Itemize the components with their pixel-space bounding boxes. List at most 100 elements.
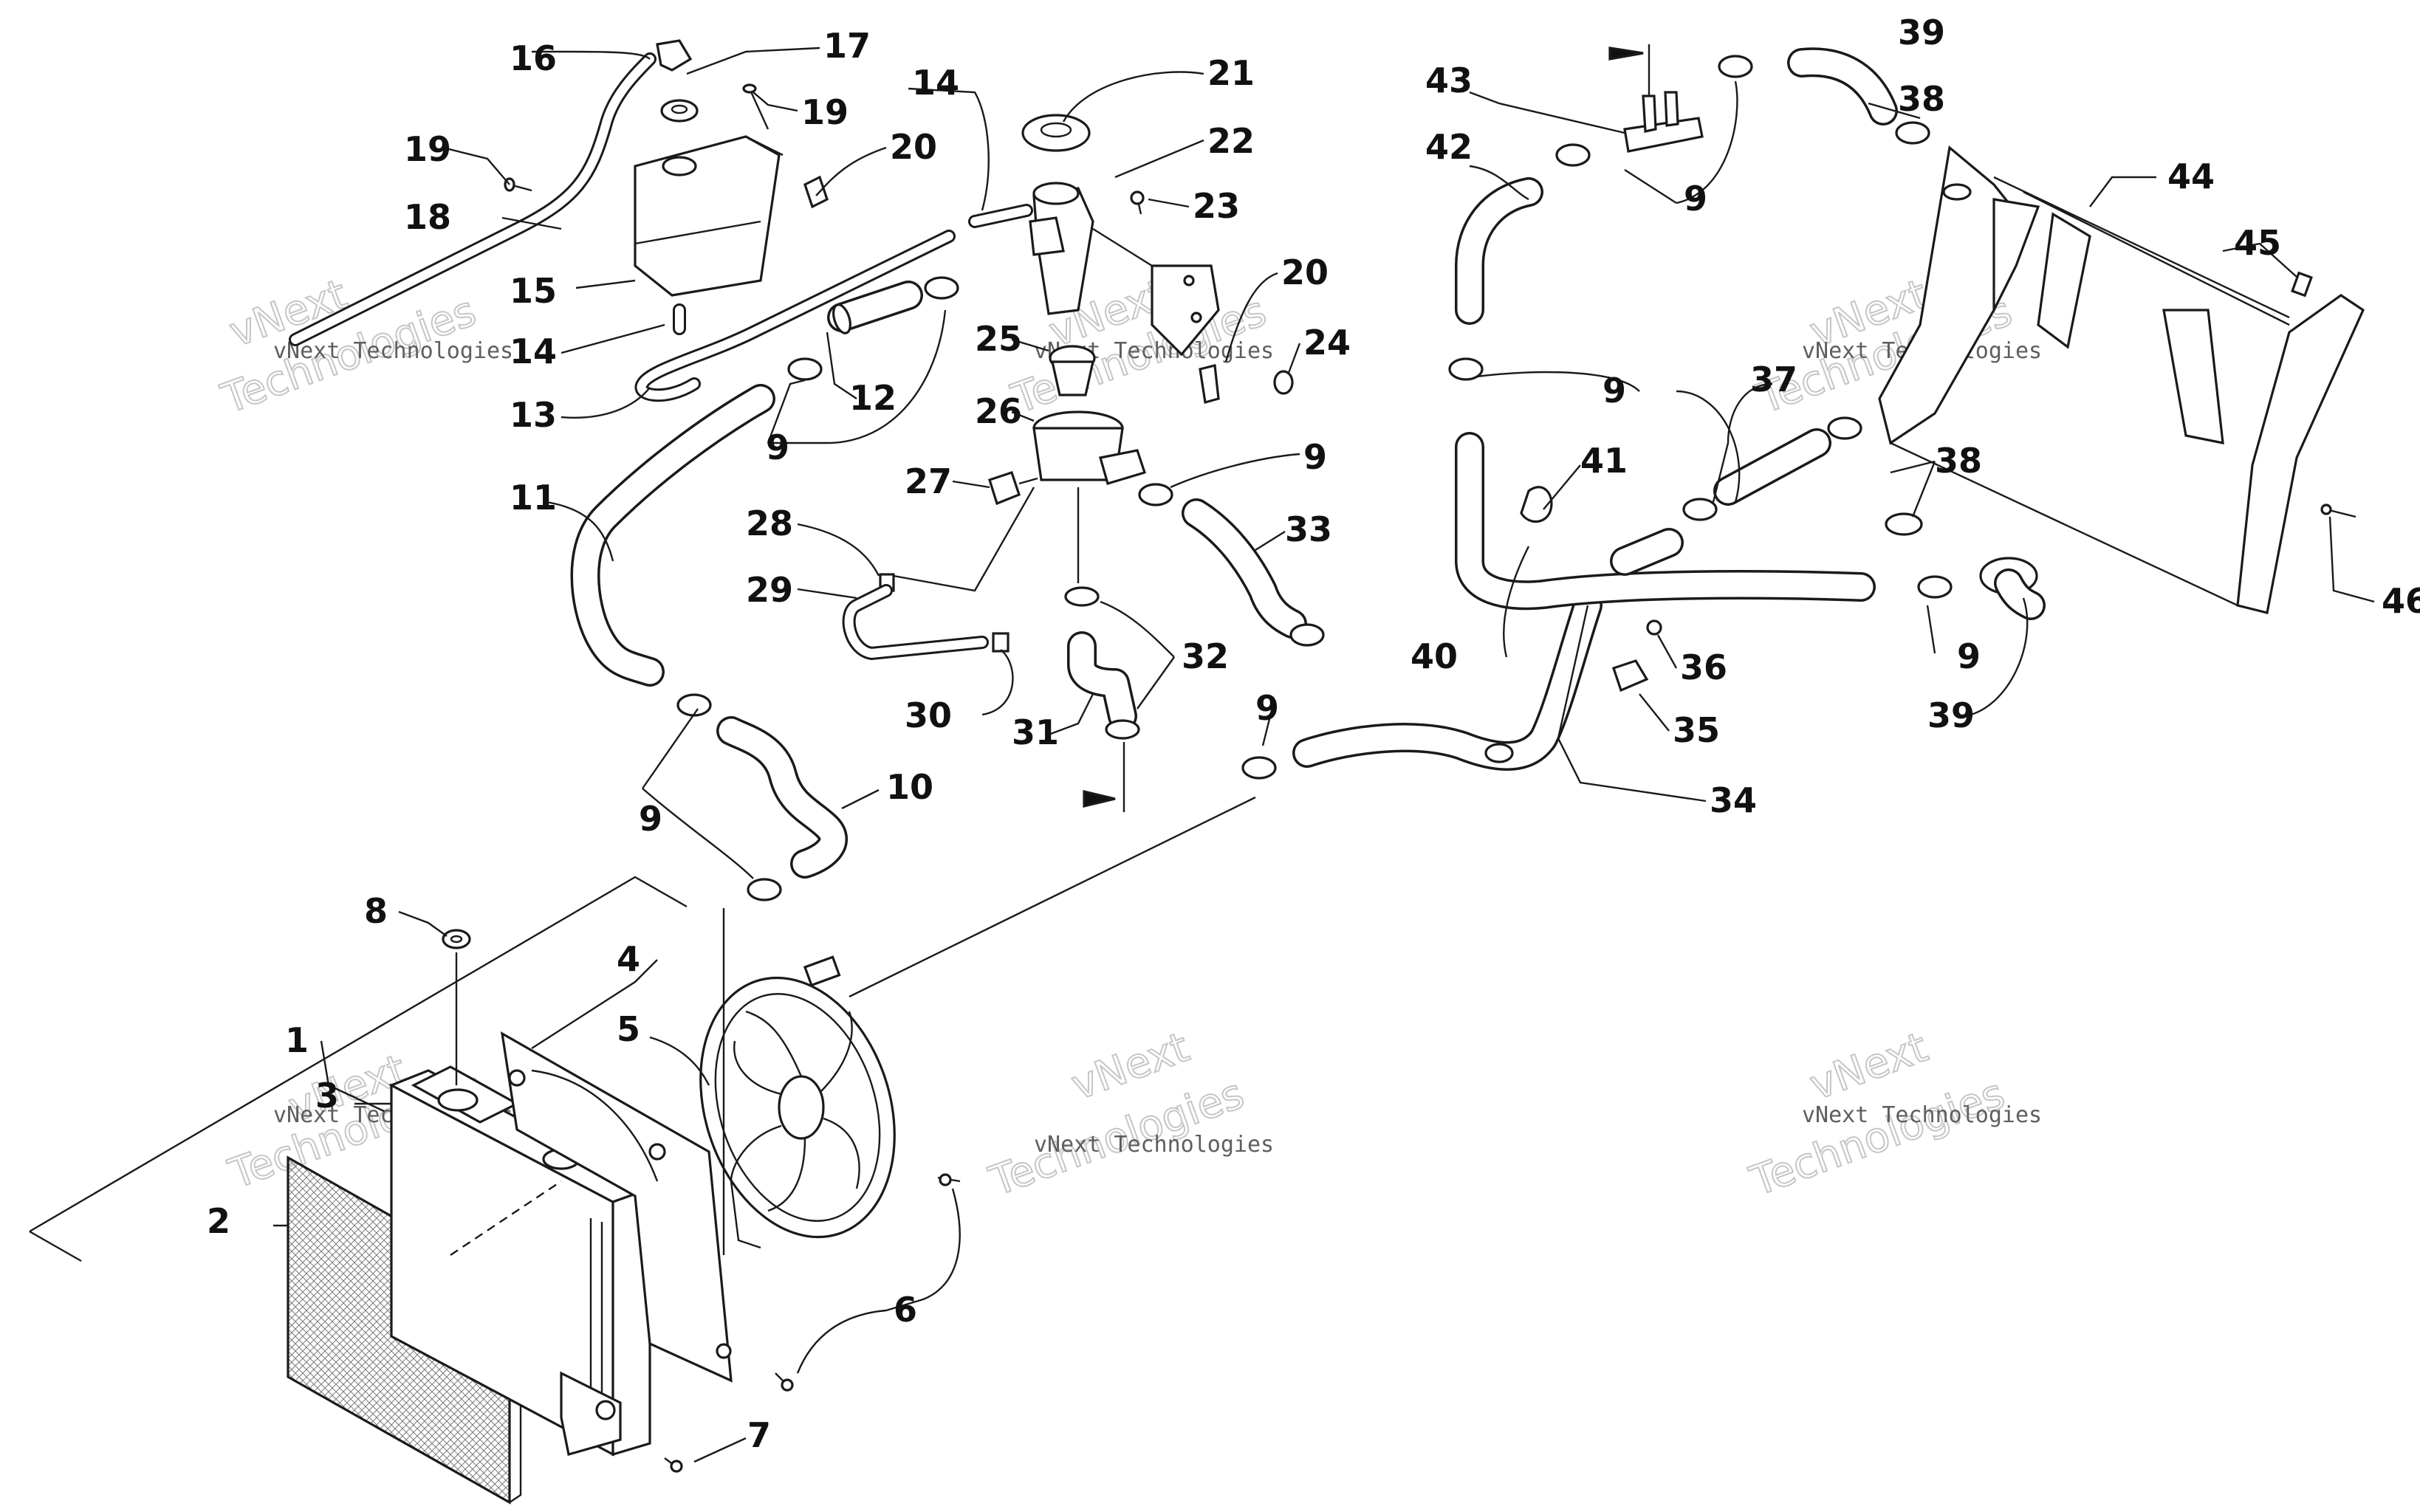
rivet-36 [1646,619,1662,636]
callout-40: 40 [1410,636,1458,676]
callout-12: 12 [849,378,897,418]
callout-14-left: 14 [510,331,557,371]
clamp-30 [992,632,1010,653]
callout-9-g: 9 [1603,371,1626,410]
callout-28: 28 [746,504,793,543]
callout-26: 26 [975,391,1022,431]
overflow-hose [289,52,657,346]
callout-13: 13 [510,395,557,435]
hose-13 [634,230,956,402]
hose-11 [570,384,775,687]
vent-elbow [656,39,693,72]
reservoir-cap [660,99,699,123]
clip-35 [1611,659,1649,693]
hose-33 [1182,498,1307,639]
callout-2: 2 [207,1201,230,1241]
bolt-46 [2320,504,2356,518]
callout-30: 30 [905,695,952,735]
leader-lines [273,47,2375,1463]
clip-41 [1520,486,1553,523]
callout-15: 15 [510,271,557,311]
hose-39-bottom [1979,557,2046,620]
temperature-sensor [988,470,1038,506]
callout-9-d: 9 [1255,688,1279,728]
callout-20-left: 20 [890,127,937,167]
watermark-company: vNext Technologies [273,338,513,364]
clamp-32-bottom [1105,719,1140,740]
callout-labels: 1 2 3 4 5 6 7 8 9 10 11 12 9 13 14 14 15… [207,13,2420,1455]
callout-41: 41 [1580,441,1628,481]
hose-12 [827,281,923,334]
watermark-company: vNext Technologies [1802,1102,2042,1128]
callout-23: 23 [1193,186,1240,226]
hose-clamp-9-f [1289,623,1325,647]
hose-clamp-9-a [787,357,823,381]
callout-9-b: 9 [766,427,789,467]
callout-7: 7 [747,1415,771,1455]
callout-9-c: 9 [1303,437,1327,477]
hose-14 [673,204,1033,335]
nut-24 [1273,370,1294,395]
callout-38-bottom: 38 [1935,441,1982,481]
clamp-32-top [1064,586,1100,607]
watermark-company: vNext Technologies [1034,1132,1274,1158]
callout-8: 8 [364,891,388,931]
callout-20-right: 20 [1281,252,1329,292]
watermark-word-bottom: Technologies [1744,1070,2011,1206]
callout-34: 34 [1710,780,1757,820]
bolt-45 [2291,271,2313,298]
callout-3: 3 [315,1076,339,1116]
screw-6-bottom [775,1372,794,1392]
watermark-word-top: vNext [1804,1023,1934,1110]
radiator [388,1065,653,1457]
screw-6-top [937,1173,961,1186]
hose-clamp-9-m [1484,743,1514,763]
hose-clamp-9-k [1682,498,1718,521]
hose-clamp-9-g [1241,756,1277,780]
clamp-38-mid [1827,416,1862,440]
hose-clamp-9-i [1555,143,1591,167]
thermostat [1049,345,1096,396]
hose-clamp-9-e [1138,483,1173,506]
coolant-pipe-34 [1292,591,1603,771]
callout-46: 46 [2382,581,2420,621]
radiator-cap [1021,114,1091,152]
hose-clamp-9-d [747,878,782,901]
callout-37: 37 [1750,360,1797,399]
fan-hose-lead [722,796,1256,1255]
coolant-pipe-40 [1455,432,1876,611]
callout-22: 22 [1207,121,1255,161]
mounting-bracket [1151,264,1220,357]
callout-39-bottom: 39 [1927,695,1975,735]
callout-16: 16 [510,38,557,78]
filler-neck [1029,182,1153,315]
callout-5: 5 [617,1009,640,1049]
fan-shroud [500,1031,733,1383]
callout-32: 32 [1182,636,1229,676]
screw-19-top [742,83,769,130]
thermostat-housing [1032,410,1147,485]
callout-21: 21 [1207,53,1255,93]
hose-42 [1455,177,1543,325]
callout-24: 24 [1303,323,1351,362]
callout-39-top: 39 [1898,13,1945,52]
screw-23 [1130,190,1145,215]
clip-20-right [1199,364,1220,405]
watermark-6: vNext Technologies vNext Technologies [1744,1023,2042,1206]
coolant-reservoir [634,135,784,297]
callout-44: 44 [2167,157,2215,196]
screw-7 [664,1457,683,1473]
callout-4: 4 [617,939,640,979]
callout-35: 35 [1673,710,1720,750]
bypass-hose [842,584,989,660]
callout-9-a: 9 [639,799,662,839]
callout-31: 31 [1012,712,1059,752]
clip-20-left [803,175,829,209]
callout-42: 42 [1425,127,1473,167]
callout-1: 1 [285,1020,309,1060]
hose-clamp-9-j [1718,55,1753,78]
assembly-bracket [29,876,688,1262]
frame-assembly [1878,145,2365,614]
radiator-fan [699,955,896,1249]
callout-38-top: 38 [1898,79,1945,119]
